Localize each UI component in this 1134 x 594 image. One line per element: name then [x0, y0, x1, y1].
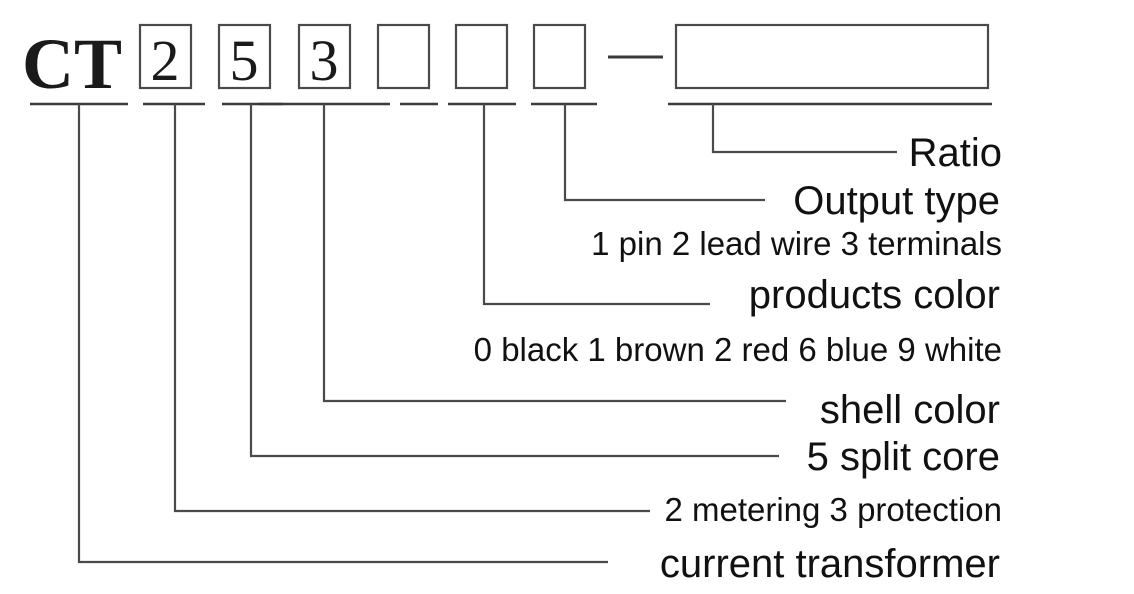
leader-type-note: [173, 104, 650, 513]
code-slot-box-5-empty: [454, 23, 509, 90]
code-slot-box-6-empty: [532, 23, 587, 90]
leader-current-transformer: [77, 104, 608, 564]
label-ratio: Ratio: [909, 131, 1002, 175]
note-type: 2 metering 3 protection: [664, 491, 1002, 528]
leader-shell-color: [322, 104, 786, 403]
code-slot-box-2: [217, 23, 272, 90]
code-digit-1: 2: [151, 28, 180, 93]
label-split-core: 5 split core: [807, 435, 1000, 479]
label-current-transformer: current transformer: [660, 542, 1000, 586]
leader-ratio: [711, 104, 897, 154]
code-slot-box-4-empty: [376, 23, 431, 90]
leader-output-type: [563, 104, 765, 202]
code-slot-box-3: [297, 23, 352, 90]
code-digit-2: 5: [230, 28, 259, 93]
note-output-type: 1 pin 2 lead wire 3 terminals: [591, 225, 1002, 262]
leader-split-core: [249, 104, 779, 458]
label-output-type: Output type: [793, 179, 1000, 223]
ratio-field-box: [674, 23, 990, 90]
code-digit-3: 3: [310, 28, 339, 93]
note-products-color: 0 black 1 brown 2 red 6 blue 9 white: [474, 331, 1002, 368]
code-slot-box-1: [138, 23, 193, 90]
code-prefix-text: CT: [22, 24, 122, 104]
label-products-color: products color: [749, 273, 1000, 317]
leader-products-color: [482, 104, 710, 306]
label-shell-color: shell color: [820, 388, 1000, 432]
